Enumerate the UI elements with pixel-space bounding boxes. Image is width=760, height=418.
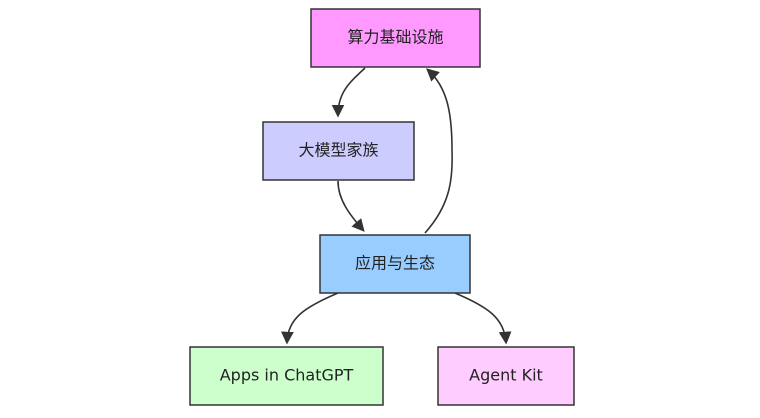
edge-apps-to-compute [424, 68, 453, 234]
node-apps-ecosystem[interactable]: 应用与生态 [319, 234, 471, 294]
node-apps-in-chatgpt[interactable]: Apps in ChatGPT [189, 346, 384, 406]
node-agent-kit-label: Agent Kit [469, 366, 543, 385]
node-compute-label: 算力基础设施 [347, 28, 443, 47]
node-apps-box [319, 234, 471, 294]
node-models-label: 大模型家族 [298, 141, 378, 160]
node-model-family[interactable]: 大模型家族 [262, 121, 415, 181]
edge-apps-to-agent-kit [454, 292, 512, 345]
node-agent-kit[interactable]: Agent Kit [437, 346, 575, 406]
edge-compute-to-models [331, 67, 366, 118]
node-compute-box [310, 8, 481, 68]
node-chatgpt-apps-label: Apps in ChatGPT [220, 366, 354, 385]
node-agent-kit-box [437, 346, 575, 406]
edge-models-to-apps [337, 180, 365, 232]
node-chatgpt-apps-box [189, 346, 384, 406]
node-models-box [262, 121, 415, 181]
node-compute-infrastructure[interactable]: 算力基础设施 [310, 8, 481, 68]
edge-apps-to-chatgpt-apps [281, 292, 339, 345]
node-apps-label: 应用与生态 [355, 254, 435, 273]
